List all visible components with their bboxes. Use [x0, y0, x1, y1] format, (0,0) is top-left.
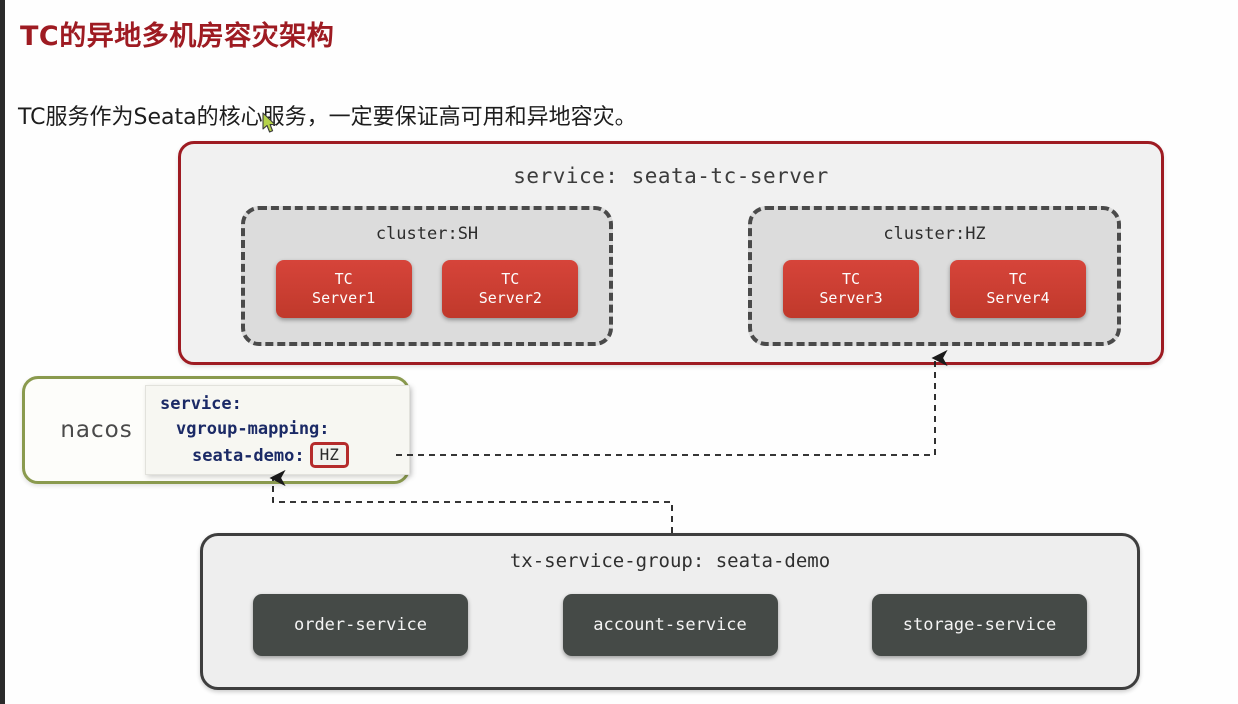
tc-server3-node[interactable]: TC Server3 — [783, 260, 919, 318]
cluster-sh-title: cluster:SH — [375, 224, 479, 244]
tx-service-group-nodes: order-service account-service storage-se… — [253, 594, 1087, 656]
tc-server2-line1: TC — [501, 270, 520, 288]
cluster-hz-nodes: TC Server3 TC Server4 — [752, 260, 1117, 318]
tc-server1-line2: Server1 — [312, 289, 376, 307]
left-edge-strip — [0, 0, 5, 704]
tc-server4-line1: TC — [1008, 270, 1028, 288]
tc-server4-node[interactable]: TC Server4 — [950, 260, 1086, 318]
cluster-hz: cluster:HZ TC Server3 TC Server4 — [748, 206, 1121, 346]
cluster-sh-nodes: TC Server1 TC Server2 — [245, 260, 609, 318]
tx-service-group-container: tx-service-group: seata-demo order-servi… — [200, 533, 1140, 690]
tc-server2-line2: Server2 — [478, 289, 542, 307]
tx-service-group-title: tx-service-group: seata-demo — [509, 550, 831, 572]
cluster-sh: cluster:SH TC Server1 TC Server2 — [241, 206, 613, 346]
config-seata-demo-value[interactable]: HZ — [309, 442, 349, 468]
nacos-config-panel: service: vgroup-mapping: seata-demo:HZ — [145, 385, 410, 475]
tc-server3-line1: TC — [841, 270, 861, 288]
nacos-label: nacos — [60, 417, 133, 443]
tc-server1-node[interactable]: TC Server1 — [275, 260, 412, 318]
config-line-service: service: — [160, 394, 242, 414]
mouse-pointer-icon — [262, 112, 276, 133]
service-container: service: seata-tc-server cluster:SH TC S… — [178, 141, 1164, 365]
connector-nacos-to-cluster-hz — [396, 349, 948, 456]
connector-txgroup-to-nacos — [269, 469, 673, 533]
tc-server2-node[interactable]: TC Server2 — [442, 260, 579, 318]
config-line-vgroup-mapping: vgroup-mapping: — [176, 419, 330, 439]
order-service-node[interactable]: order-service — [253, 594, 468, 656]
config-line-seata-demo: seata-demo:HZ — [146, 442, 409, 469]
tc-server1-line1: TC — [334, 270, 353, 288]
account-service-node[interactable]: account-service — [562, 594, 778, 656]
tc-server3-line2: Server3 — [819, 289, 883, 307]
page-title: TC的异地多机房容灾架构 — [20, 21, 335, 52]
service-container-title: service: seata-tc-server — [513, 164, 829, 188]
page-subtitle: TC服务作为Seata的核心服务，一定要保证高可用和异地容灾。 — [18, 105, 637, 130]
cluster-hz-title: cluster:HZ — [883, 224, 986, 244]
storage-service-node[interactable]: storage-service — [872, 594, 1087, 656]
config-seata-demo-key: seata-demo: — [192, 446, 305, 466]
tc-server4-line2: Server4 — [986, 289, 1050, 307]
